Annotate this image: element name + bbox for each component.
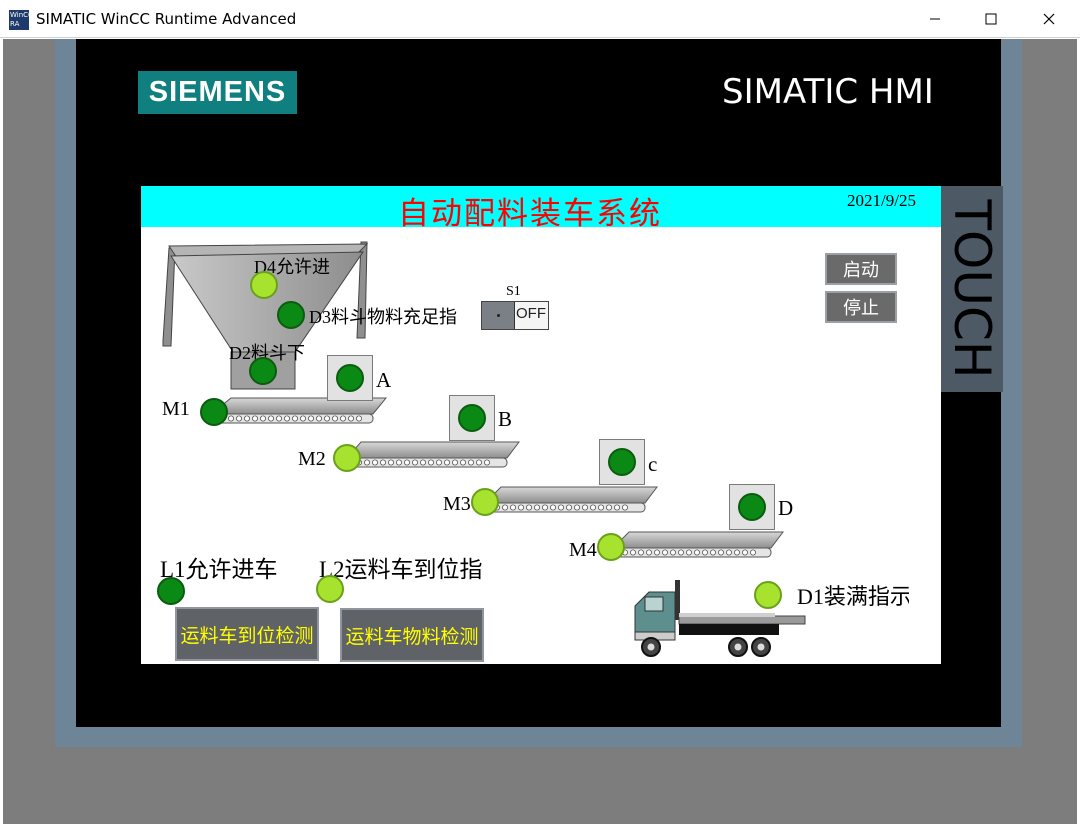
d3-lamp	[277, 301, 305, 329]
l1-label: L1允许进车	[160, 557, 278, 582]
station-a-label: A	[376, 368, 392, 392]
d3-label: D3料斗物料充足指	[309, 307, 457, 327]
d4-label: D4允许进	[254, 257, 330, 277]
station-b-lamp	[458, 404, 486, 432]
minimize-button[interactable]	[906, 0, 964, 38]
d4-lamp	[250, 271, 278, 299]
arrival-check-button[interactable]: 运料车到位检测	[175, 607, 319, 661]
touch-label: TOUCH	[943, 199, 1001, 379]
motor-m1-lamp	[200, 398, 228, 426]
window-titlebar: WinCC RA SIMATIC WinCC Runtime Advanced	[0, 0, 1080, 38]
d2-lamp	[249, 357, 277, 385]
motor-m3-lamp	[471, 488, 499, 516]
station-a-lamp	[336, 364, 364, 392]
motor-m1-label: M1	[162, 398, 190, 420]
screen-header: 自动配料装车系统 2021/9/25	[141, 186, 941, 232]
screen-date: 2021/9/25	[847, 191, 916, 210]
switch-knob	[482, 302, 515, 329]
minimize-icon	[930, 18, 940, 20]
truck-graphic	[634, 580, 806, 657]
maximize-button[interactable]	[962, 0, 1020, 38]
switch-state: OFF	[516, 305, 546, 322]
conveyor-m2	[345, 441, 520, 468]
motor-m3-label: M3	[443, 493, 471, 515]
station-c-lamp	[608, 448, 636, 476]
d2-label: D2料斗下	[229, 343, 305, 363]
screen-title: 自动配料装车系统	[398, 196, 662, 232]
motor-m2-lamp	[333, 444, 361, 472]
d1-label: D1装满指示	[797, 584, 909, 609]
wincc-app-icon: WinCC RA	[9, 10, 33, 30]
window-title: SIMATIC WinCC Runtime Advanced	[36, 10, 297, 28]
d1-lamp	[754, 581, 782, 609]
conveyor-m4	[611, 531, 784, 558]
l2-label: L2运料车到位指	[319, 557, 483, 582]
switch-s1-label: S1	[506, 284, 521, 299]
station-box-c	[599, 439, 645, 485]
conveyor-m1	[209, 397, 388, 424]
touch-label-strip: TOUCH	[941, 186, 1003, 392]
simatic-hmi-label: SIMATIC HMI	[722, 72, 934, 112]
motor-m2-label: M2	[298, 448, 326, 470]
station-box-a	[327, 355, 373, 401]
start-button[interactable]: 启动	[825, 253, 897, 285]
close-button[interactable]	[1020, 0, 1078, 38]
station-d-lamp	[738, 493, 766, 521]
l2-lamp	[316, 575, 344, 603]
motor-m4-label: M4	[569, 539, 597, 561]
station-b-label: B	[498, 407, 513, 431]
conveyor-m3	[483, 486, 658, 513]
material-check-button[interactable]: 运料车物料检测	[340, 608, 484, 662]
motor-m4-lamp	[597, 533, 625, 561]
close-icon	[1043, 13, 1055, 25]
station-box-d	[729, 484, 775, 530]
l1-lamp	[157, 577, 185, 605]
station-d-label: D	[778, 496, 794, 520]
hmi-screen: 自动配料装车系统 2021/9/25	[141, 186, 941, 664]
process-graphic	[162, 241, 806, 657]
station-box-b	[449, 395, 495, 441]
maximize-icon	[985, 13, 997, 25]
siemens-logo: SIEMENS	[138, 71, 297, 114]
conveyor-rollers	[220, 415, 757, 556]
station-c-label: c	[648, 452, 658, 476]
stop-button[interactable]: 停止	[825, 291, 897, 323]
switch-s1[interactable]: OFF	[481, 301, 549, 330]
